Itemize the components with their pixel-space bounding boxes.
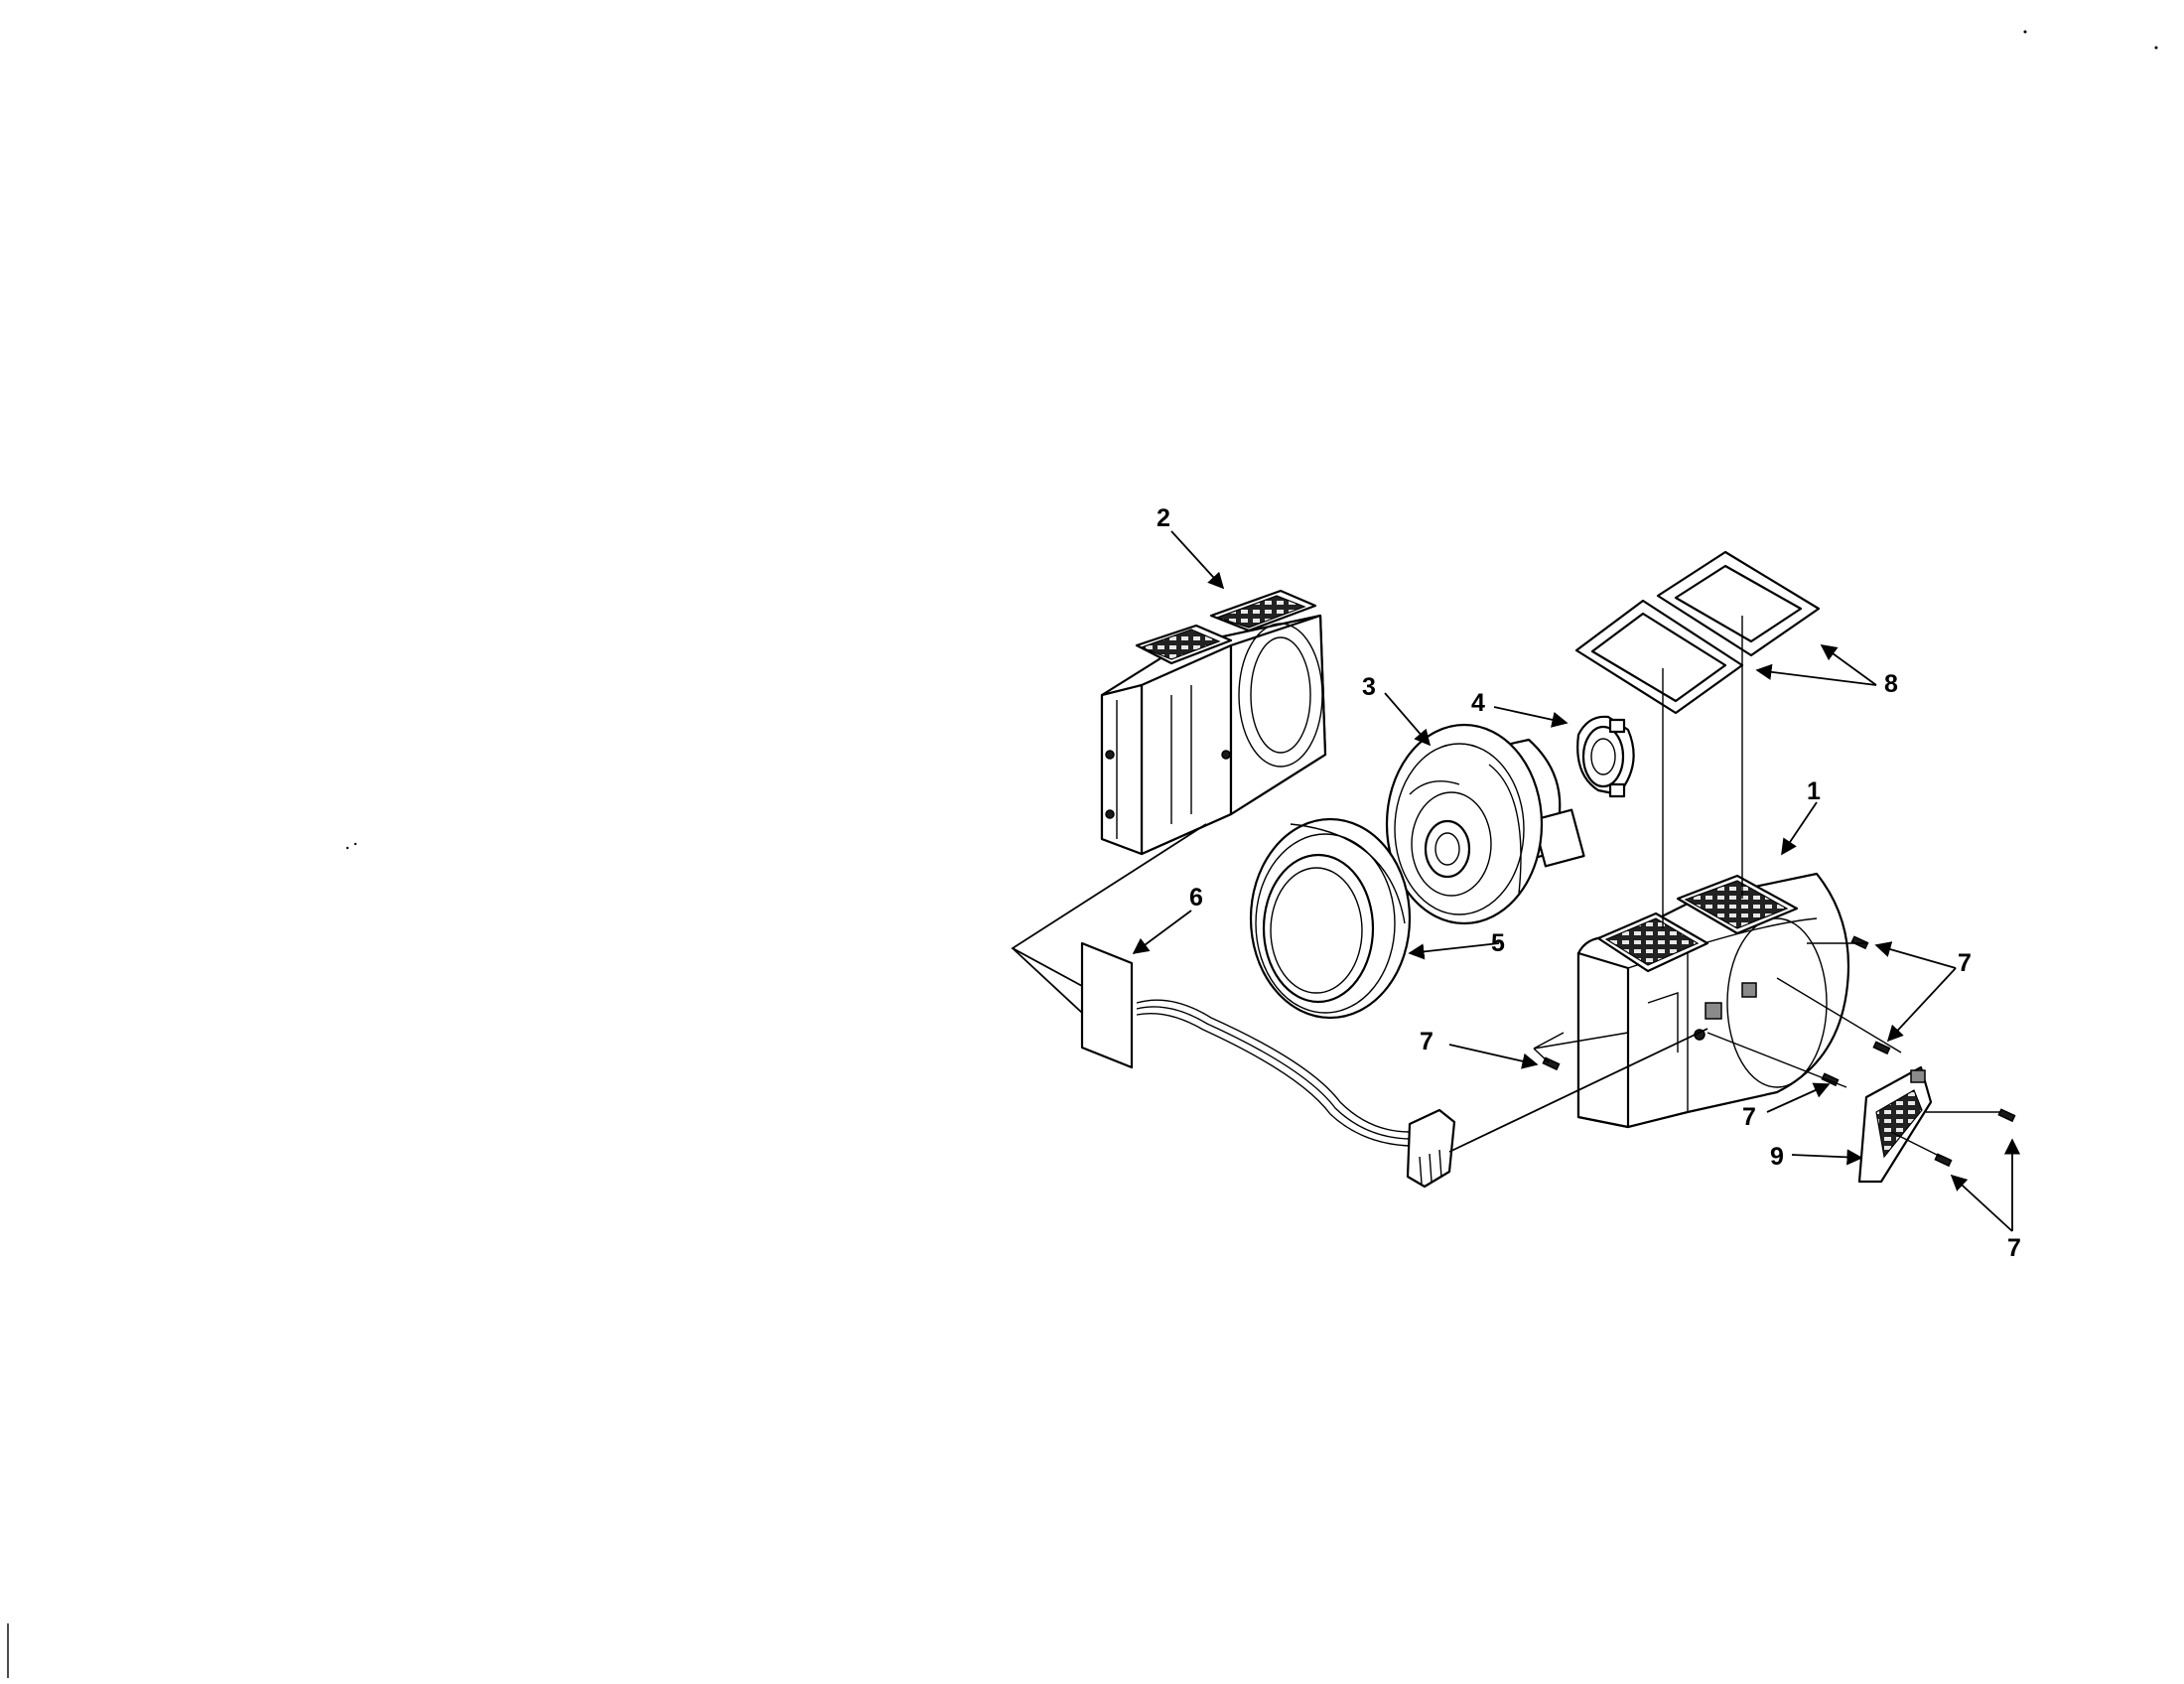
callout-7-left: 7 xyxy=(1420,1028,1433,1055)
callout-4: 4 xyxy=(1471,689,1485,717)
callout-3: 3 xyxy=(1362,673,1376,701)
callout-7-lower: 7 xyxy=(1742,1103,1756,1131)
scan-marks xyxy=(7,30,2158,1678)
callout-9: 9 xyxy=(1770,1143,1784,1171)
callout-6: 6 xyxy=(1189,884,1203,912)
rear-housing-part xyxy=(1100,589,1327,856)
gasket-ring-part xyxy=(1249,817,1412,1020)
assembly-lines xyxy=(1011,616,2000,1158)
callout-7-bottom: 7 xyxy=(2007,1234,2021,1262)
callout-leaders xyxy=(1132,530,2021,1232)
callout-1: 1 xyxy=(1807,777,1821,805)
cord-switch-part xyxy=(1080,941,1456,1189)
motor-part xyxy=(1385,723,1585,925)
bearing-cap-part xyxy=(1576,715,1635,798)
main-housing-part xyxy=(1576,872,1850,1129)
callout-7-right: 7 xyxy=(1958,949,1972,977)
callout-5: 5 xyxy=(1491,929,1505,957)
filter-pads-part xyxy=(1574,550,1821,715)
bracket-part xyxy=(1857,1065,1933,1184)
callout-labels: 2 3 4 8 1 6 5 7 7 7 9 7 xyxy=(1157,504,2021,1262)
callout-8: 8 xyxy=(1884,670,1898,698)
callout-2: 2 xyxy=(1157,504,1170,532)
